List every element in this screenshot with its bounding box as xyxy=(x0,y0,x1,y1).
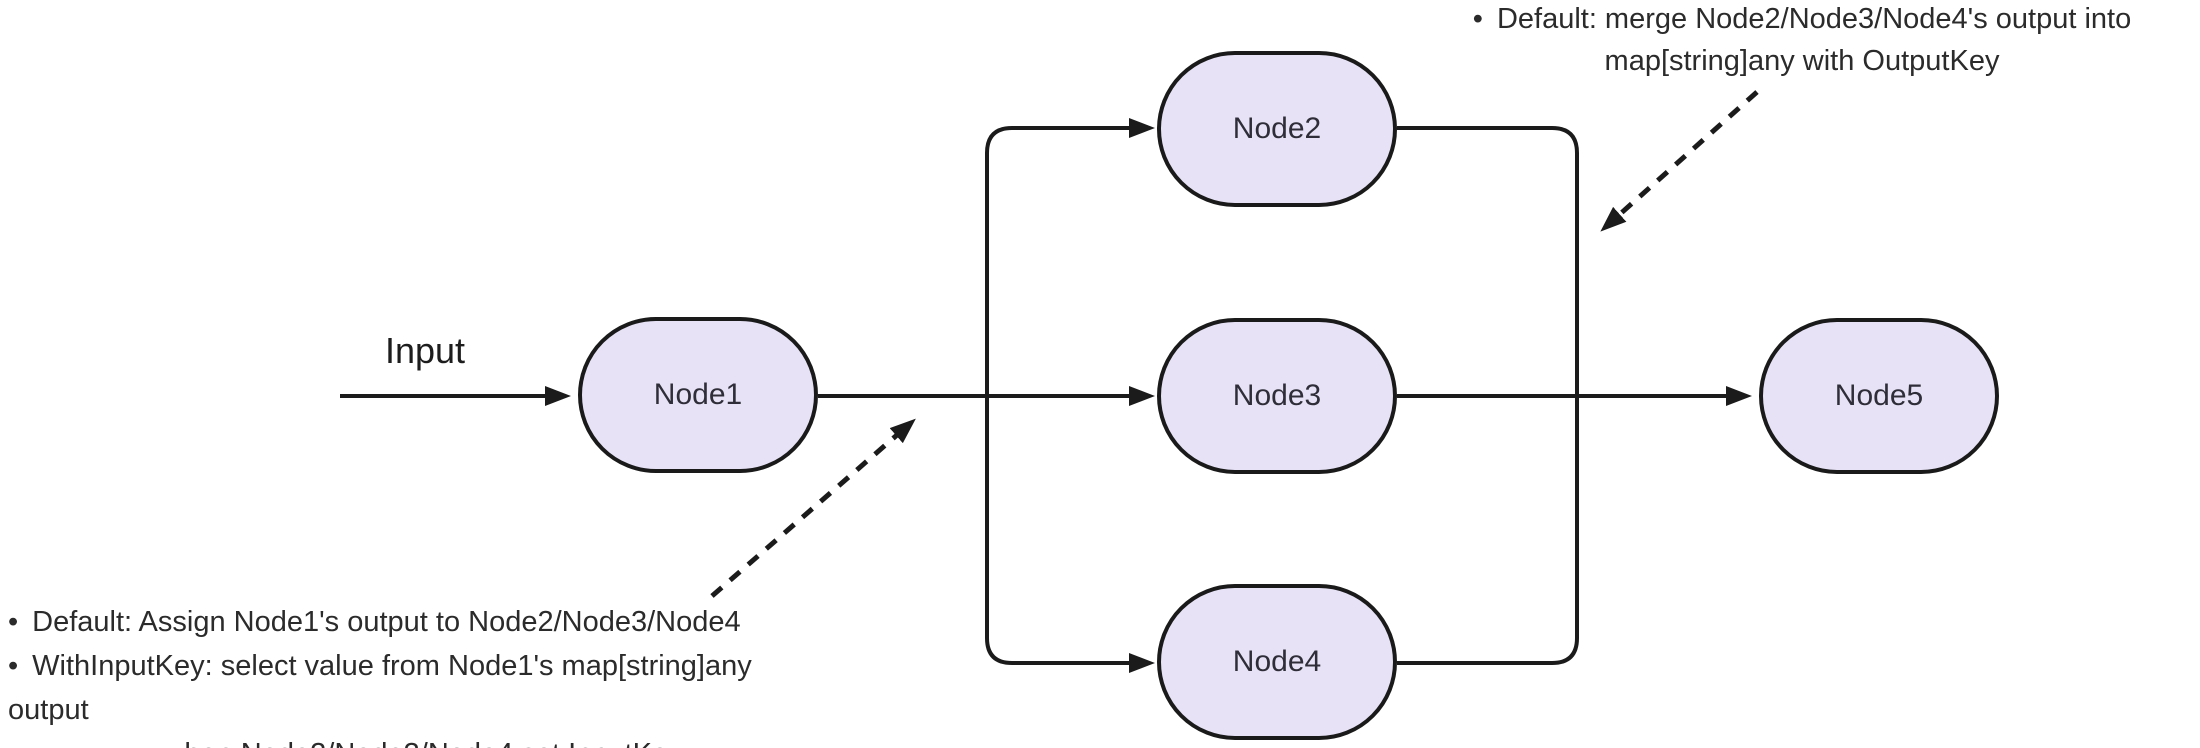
annotation-assign-input: • Default: Assign Node1's output to Node2… xyxy=(8,600,838,748)
annotation-line: map[string]any with OutputKey xyxy=(1604,45,2000,77)
node-node2: Node2 xyxy=(1157,51,1397,207)
node-label: Node4 xyxy=(1232,645,1322,678)
annotation-text: Default: Assign Node1's output to Node2/… xyxy=(32,606,741,638)
edge-node4-to-merge xyxy=(1397,396,1579,665)
node-node1: Node1 xyxy=(578,317,818,473)
edge-split-to-node2 xyxy=(985,118,1155,396)
annotation-text: Default: merge Node2/Node3/Node4's outpu… xyxy=(1496,3,2132,35)
bullet-icon: • xyxy=(8,650,19,682)
node-label: Node5 xyxy=(1834,379,1924,412)
node-label: Node3 xyxy=(1232,379,1322,412)
annotation-merge-output: • Default: merge Node2/Node3/Node4's outp… xyxy=(1452,0,2152,82)
node-node5: Node5 xyxy=(1759,318,1999,474)
annotation-line: •WithInputKey: select value from Node1's… xyxy=(8,644,838,732)
dashed-arrow-input-note xyxy=(710,418,916,598)
bullet-icon: • xyxy=(1472,3,1483,35)
input-label: Input xyxy=(384,330,466,371)
annotation-line: when Node2/Node3/Node4 set InputKey xyxy=(8,732,838,748)
node-label: Node2 xyxy=(1232,112,1322,145)
annotation-line: • Default: merge Node2/Node3/Node4's outp… xyxy=(1452,0,2152,40)
annotation-line: • Default: Assign Node1's output to Node2… xyxy=(8,600,838,644)
bullet-icon: • xyxy=(8,606,19,638)
dashed-arrow-output-note xyxy=(1600,90,1759,232)
node-node4: Node4 xyxy=(1157,584,1397,740)
edge-split-to-node4 xyxy=(985,396,1155,673)
annotation-text: WithInputKey: select value from Node1's … xyxy=(8,650,752,726)
edge-node2-to-merge xyxy=(1397,126,1579,396)
node-node3: Node3 xyxy=(1157,318,1397,474)
node-label: Node1 xyxy=(653,378,743,411)
